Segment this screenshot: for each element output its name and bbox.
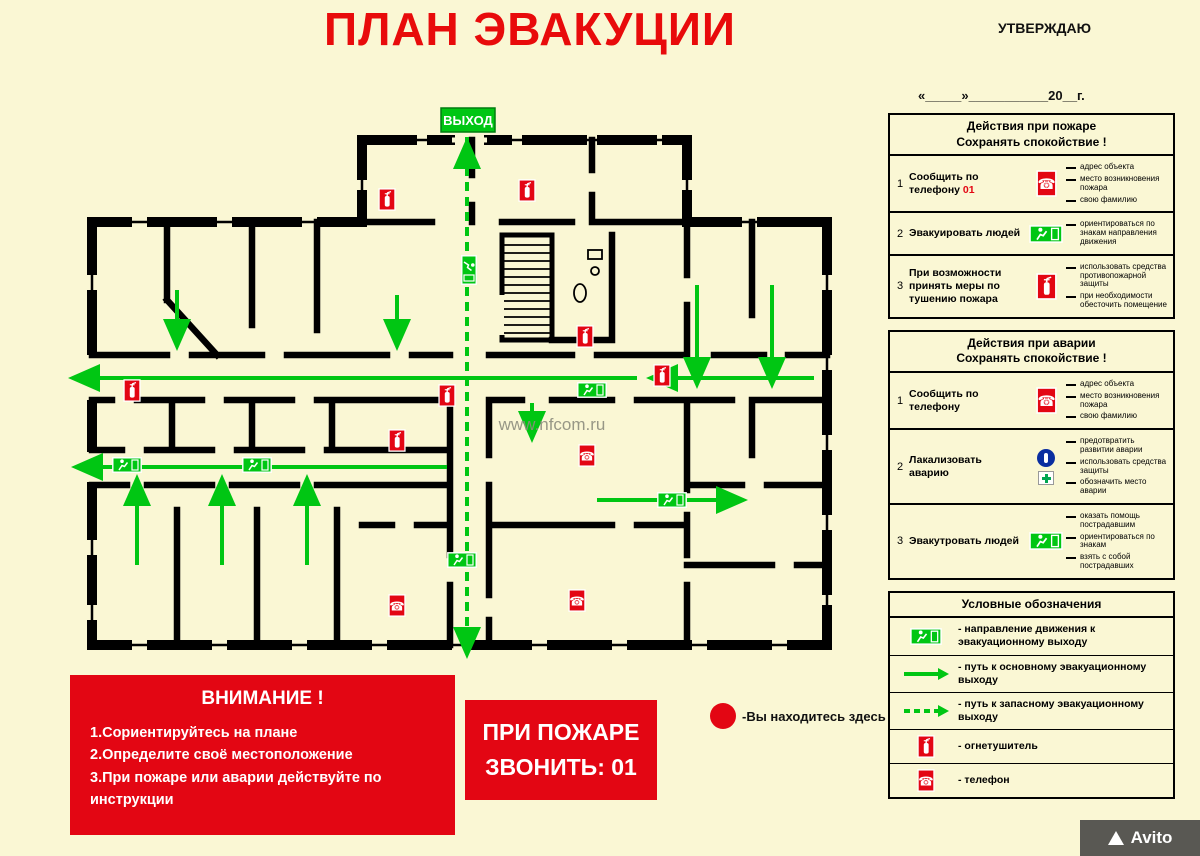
exit-sign-icon [657,492,687,508]
exit-sign-icon [1029,225,1063,243]
accident-panel-header: Действия при аварии Сохранять спокойстви… [890,332,1173,373]
extinguisher-icon [653,364,671,387]
fire-row-2: 2 Эвакуировать людей ориентироваться по … [890,211,1173,253]
fire-call-box: ПРИ ПОЖАРЕ ЗВОНИТЬ: 01 [465,700,657,800]
solid-arrow-icon [904,667,949,680]
legend-item-extinguisher: - огнетушитель [890,729,1173,763]
avito-label: Avito [1130,828,1173,847]
legend-item-reserve-route: - путь к запасному эвакуационному выходу [890,691,1173,729]
attention-box: ВНИМАНИЕ ! 1.Сориентируйтесь на плане 2.… [70,675,455,835]
accident-row-2: 2 Лакализовать аварию предотвратить разв… [890,428,1173,503]
floor-plan: ВЫХОД www.nfcom.ru [68,107,832,659]
exit-sign-icon [910,628,942,645]
extinguisher-icon [378,188,396,211]
extinguisher-icon [518,179,536,202]
you-are-here-marker: -Вы находитесь здесь [710,703,886,729]
extinguisher-icon [917,735,935,758]
fire-row-3: 3 При возможности принять меры по тушени… [890,253,1173,317]
extinguisher-icon [1036,273,1057,300]
accident-row-3: 3 Эвакутровать людей оказать помощь пост… [890,502,1173,578]
fire-actions-panel: Действия при пожаре Сохранять спокойстви… [888,113,1175,319]
legend-item-phone: - телефон [890,763,1173,797]
you-are-here-dot-icon [710,703,736,729]
mandatory-action-icon [1037,448,1055,467]
approve-label: УТВЕРЖДАЮ [998,20,1092,36]
extinguisher-icon [123,379,141,402]
exterior-walls [87,135,832,650]
extinguisher-icon [438,384,456,407]
extinguisher-icon [388,429,406,452]
svg-text:ВЫХОД: ВЫХОД [443,113,493,128]
phone-icon [1036,387,1057,414]
info-panels: Действия при пожаре Сохранять спокойстви… [888,113,1175,810]
door-openings [89,137,487,483]
you-are-here-label: -Вы находитесь здесь [742,708,886,724]
accident-row-1: 1 Сообщить по телефону адрес объекта мес… [896,378,1160,421]
avito-logo-icon [1107,831,1124,845]
fire-panel-header: Действия при пожаре Сохранять спокойстви… [890,115,1173,157]
attention-line: 2.Определите своё местоположение [90,747,353,764]
exit-sign-icon [447,552,477,568]
legend-item-main-route: - путь к основному эвакуационному выходу [890,654,1173,692]
bathroom-fixtures [573,249,603,303]
exit-sign-icon [1029,532,1063,550]
avito-watermark: Avito [1080,820,1200,856]
exit-man-icons [112,255,687,568]
exit-sign-icon [112,457,142,473]
phone-icon [917,769,935,792]
approve-date-line: «_____»___________20__г. [918,88,1085,103]
poster-title: ПЛАН ЭВАКУЦИИ [324,3,736,55]
attention-line: 3.При пожаре или аварии действуйте по ин… [90,769,382,809]
first-aid-icon [1038,470,1054,485]
attention-title: ВНИМАНИЕ ! [201,688,324,709]
legend-panel: Условные обозначения - направление движе… [888,590,1175,800]
attention-line: 1.Сориентируйтесь на плане [90,725,298,741]
exit-sign-icon [461,255,477,285]
building-outline [90,138,829,647]
legend-panel-header: Условные обозначения [890,593,1173,619]
stairwell [499,232,555,343]
phone-icon [1036,170,1057,197]
phone-icon [568,589,586,612]
exit-sign-icon [577,382,607,398]
watermark-text: www.nfcom.ru [498,415,606,434]
accident-actions-panel: Действия при аварии Сохранять спокойстви… [888,329,1175,580]
interior-walls [88,136,831,649]
legend-item-exit-sign: - направление движения к эвакуационному … [890,618,1173,654]
exit-sign: ВЫХОД [440,107,496,133]
exit-sign-icon [242,457,272,473]
fire-row-1: 1 Сообщить по телефону 01 адрес объекта … [896,162,1160,204]
phone-icon [388,594,406,617]
extinguisher-icon [576,325,594,348]
phone-icon [578,444,596,467]
dashed-arrow-icon [904,704,949,717]
